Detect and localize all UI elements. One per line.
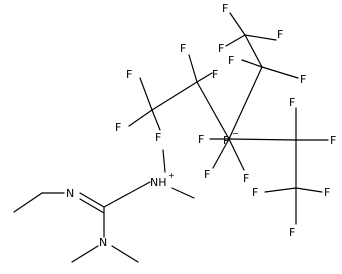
fluorine-atom: F [289, 226, 295, 239]
bond [171, 187, 195, 199]
bond [79, 192, 105, 208]
bond [71, 245, 99, 263]
bond [188, 54, 198, 83]
bond [111, 245, 139, 263]
fluorine-atom: F [243, 172, 249, 185]
bond [196, 81, 230, 140]
bond [13, 192, 43, 213]
bond [225, 34, 246, 47]
fluorine-atom: F [222, 2, 228, 15]
fluorine-atom: F [277, 28, 283, 41]
bond [162, 149, 166, 173]
fluorine-atom: F [330, 134, 336, 147]
fluorine-atom: F [324, 186, 330, 199]
fluorine-atom: F [204, 168, 210, 181]
bond [244, 34, 277, 41]
bond [244, 34, 263, 68]
bond [103, 181, 151, 208]
fluorine-atom: F [126, 68, 132, 81]
fluorine-atom: F [198, 133, 204, 146]
phosphorus-atom: P [223, 134, 230, 147]
fluorine-atom: F [300, 73, 306, 86]
fluorine-atom: F [115, 121, 121, 134]
fluorine-atom: F [212, 68, 218, 81]
fluorine-atom: F [180, 42, 186, 55]
nitrogen-atom: N [66, 187, 74, 200]
bond [79, 198, 105, 214]
bond [139, 77, 153, 111]
bond [241, 59, 263, 68]
fluorine-atom: F [155, 131, 161, 144]
atom-label-layer: F F F F F F F F F F F F F F F F F F P − … [66, 2, 336, 249]
bond [196, 72, 213, 83]
bond [229, 12, 246, 36]
bond [261, 66, 299, 79]
bond [228, 66, 263, 140]
fluorine-atom: F [252, 186, 258, 199]
bond [228, 138, 297, 141]
bond [151, 81, 198, 111]
bond-layer [13, 12, 329, 263]
ammonium-nitrogen: NH [150, 176, 167, 189]
positive-charge: + [168, 171, 175, 180]
negative-charge: − [232, 129, 239, 138]
bond [295, 187, 323, 193]
fluorine-atom: F [228, 54, 234, 67]
bond [228, 138, 245, 171]
bond [128, 109, 153, 127]
bond [264, 187, 297, 193]
fluorine-atom: F [218, 42, 224, 55]
bond [212, 138, 230, 169]
nitrogen-atom: N [99, 236, 107, 249]
fluorine-atom: F [289, 96, 295, 109]
bond [151, 109, 161, 131]
